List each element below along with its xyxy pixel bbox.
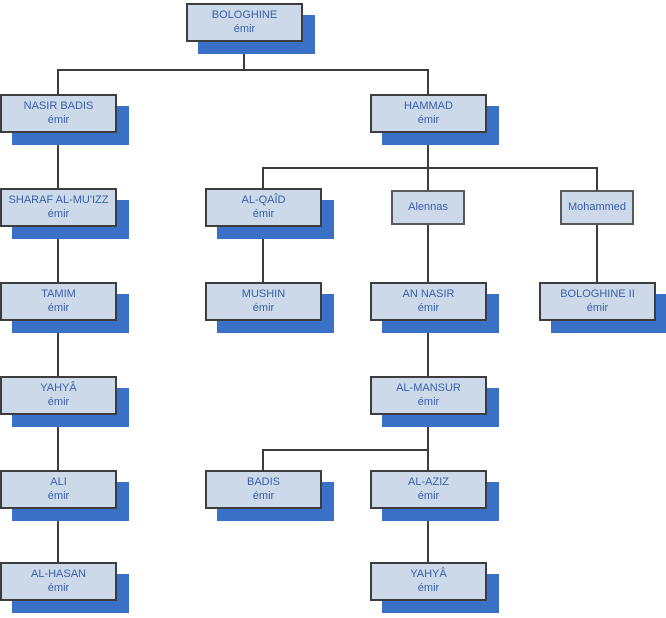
node-title: émir [47, 301, 70, 314]
tree-node-bologhine: BOLOGHINE émir [186, 3, 303, 42]
node-name: TAMIM [41, 287, 76, 300]
node-title: émir [47, 113, 70, 126]
connector-line [262, 450, 264, 470]
connector-line [57, 415, 59, 470]
node-name: AL-AZIZ [408, 475, 449, 488]
node-title: émir [586, 301, 609, 314]
node-name: SHARAF AL-MU'IZZ [8, 193, 109, 206]
tree-node-tamim: TAMIM émir [0, 282, 117, 321]
tree-node-badis: BADIS émir [205, 470, 322, 509]
node-title: émir [252, 301, 275, 314]
connector-line [427, 509, 429, 562]
node-name: HAMMAD [404, 99, 453, 112]
tree-node-nasir-badis: NASIR BADIS émir [0, 94, 117, 133]
connector-line [427, 450, 429, 470]
node-title: émir [417, 489, 440, 502]
tree-node-al-mansur: AL-MANSUR émir [370, 376, 487, 415]
node-title: émir [417, 395, 440, 408]
node-name: ALI [50, 475, 67, 488]
node-name: AL-HASAN [30, 567, 87, 580]
node-name: Mohammed [567, 200, 627, 213]
tree-node-alennas: Alennas [391, 190, 465, 225]
node-title: émir [47, 489, 70, 502]
tree-node-hammad: HAMMAD émir [370, 94, 487, 133]
connector-line [596, 168, 598, 190]
node-name: AL-MANSUR [396, 381, 461, 394]
connector-line [596, 225, 598, 282]
node-title: émir [417, 581, 440, 594]
node-name: BOLOGHINE [211, 8, 278, 21]
node-title: émir [417, 301, 440, 314]
tree-node-mushin: MUSHIN émir [205, 282, 322, 321]
connector-line [427, 133, 429, 168]
node-title: émir [252, 207, 275, 220]
node-name: BADIS [246, 475, 280, 488]
tree-node-an-nasir: AN NASIR émir [370, 282, 487, 321]
connector-line [262, 167, 598, 169]
node-name: YAHYÂ [40, 381, 77, 394]
connector-line [262, 227, 264, 282]
connector-line [262, 449, 429, 451]
node-name: BOLOGHINE II [560, 287, 635, 300]
connector-line [57, 509, 59, 562]
tree-node-yahya-2: YAHYÂ émir [370, 562, 487, 601]
node-title: émir [47, 581, 70, 594]
tree-node-yahya-1: YAHYÂ émir [0, 376, 117, 415]
node-name: MUSHIN [241, 287, 286, 300]
connector-line [57, 133, 59, 188]
connector-line [427, 168, 429, 190]
connector-line [427, 321, 429, 376]
connector-line [57, 321, 59, 376]
node-name: AN NASIR [402, 287, 455, 300]
connector-line [262, 168, 264, 188]
tree-node-mohammed: Mohammed [560, 190, 634, 225]
tree-node-ali: ALI émir [0, 470, 117, 509]
connector-line [427, 415, 429, 450]
connector-line [427, 70, 429, 94]
connector-line [427, 225, 429, 282]
node-title: émir [417, 113, 440, 126]
tree-node-al-aziz: AL-AZIZ émir [370, 470, 487, 509]
connector-line [243, 42, 245, 70]
tree-node-al-hasan: AL-HASAN émir [0, 562, 117, 601]
node-title: émir [47, 395, 70, 408]
connector-line [57, 69, 429, 71]
node-title: émir [233, 22, 256, 35]
node-title: émir [252, 489, 275, 502]
connector-line [57, 227, 59, 282]
tree-node-bologhine-ii: BOLOGHINE II émir [539, 282, 656, 321]
connector-line [57, 70, 59, 94]
tree-node-sharaf-al-muizz: SHARAF AL-MU'IZZ émir [0, 188, 117, 227]
node-name: AL-QAÎD [241, 193, 286, 206]
node-name: Alennas [408, 200, 448, 213]
tree-node-al-qaid: AL-QAÎD émir [205, 188, 322, 227]
node-name: NASIR BADIS [23, 99, 94, 112]
node-name: YAHYÂ [410, 567, 447, 580]
node-title: émir [47, 207, 70, 220]
